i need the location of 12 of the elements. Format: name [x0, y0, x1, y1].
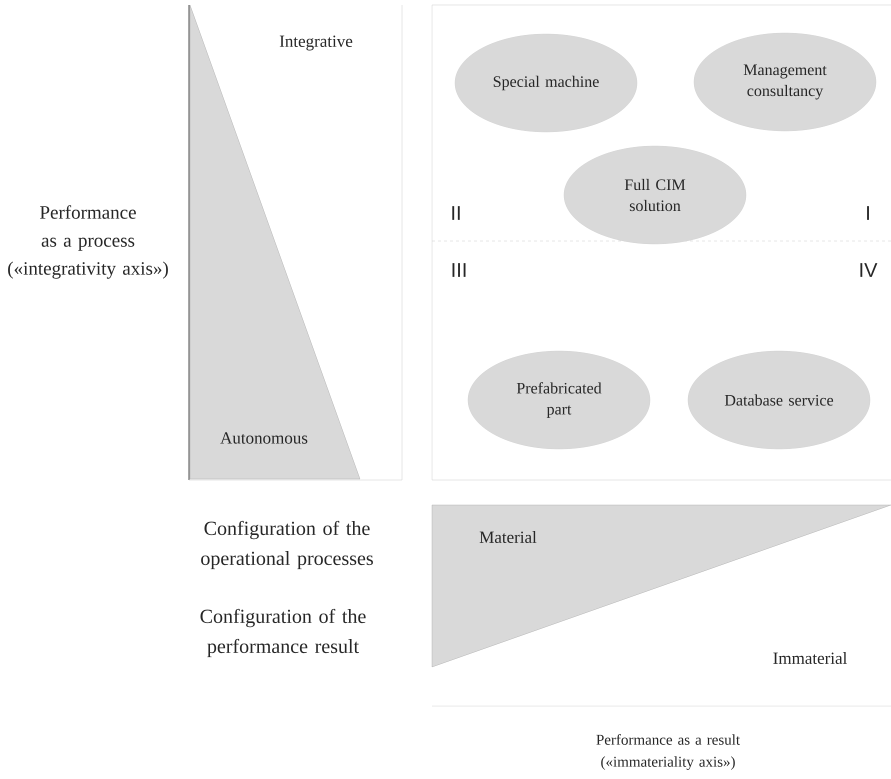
axis-end-label: Immaterial	[773, 652, 847, 664]
axis-end-label: Autonomous	[220, 432, 308, 444]
axis-end-label: Integrative	[280, 36, 352, 50]
axis-title: Configuration of the operational processes	[201, 520, 373, 570]
quadrant-numeral: III	[452, 263, 466, 277]
axis-title: Configuration of the performance result	[200, 608, 366, 658]
axis-title: Performance as a result («immateriality axis»)	[596, 734, 740, 770]
quadrant-numeral: II	[452, 206, 460, 220]
axis-end-label: Material	[480, 531, 536, 543]
axis-title: Performance as a process («integrativity axis»)	[8, 205, 168, 279]
quadrant-numeral: IV	[860, 263, 878, 277]
quadrant-numeral: I	[867, 206, 869, 220]
